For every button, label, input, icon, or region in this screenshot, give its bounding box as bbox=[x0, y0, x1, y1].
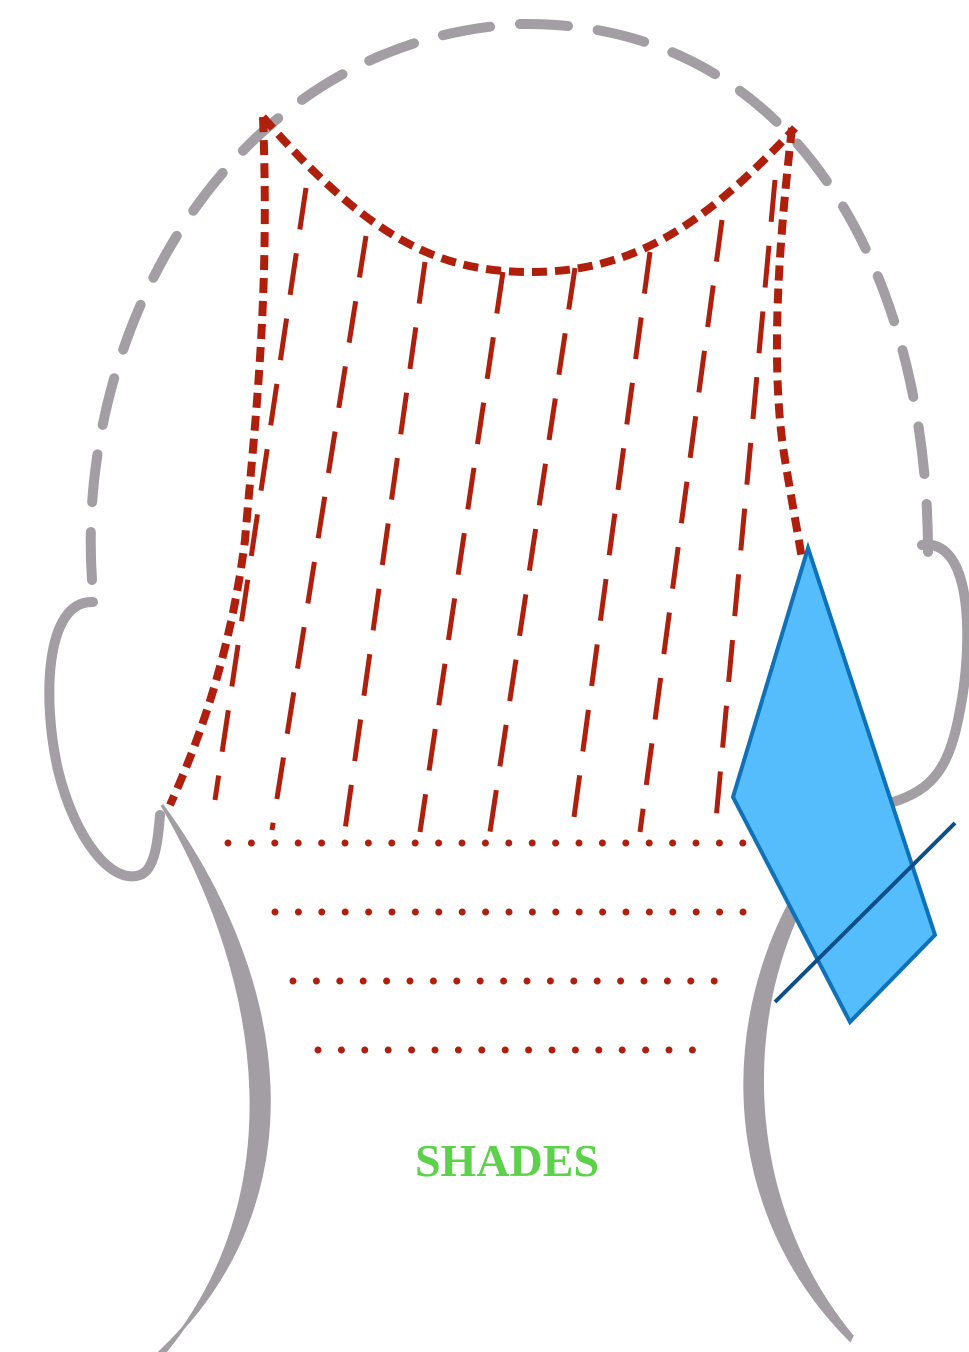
section-dotted-guides bbox=[228, 843, 760, 1050]
head-outline bbox=[91, 24, 928, 580]
crown-arc-guide bbox=[263, 117, 795, 272]
left-ear-outline bbox=[49, 602, 160, 876]
comb-body bbox=[733, 548, 935, 1022]
slant-guide-line bbox=[490, 268, 575, 832]
slant-guide-line bbox=[572, 252, 650, 832]
section-slant-guides bbox=[215, 180, 775, 832]
right-ear-outline bbox=[890, 545, 967, 803]
shades-label: SHADES bbox=[415, 1135, 599, 1186]
neck-left-outline bbox=[160, 805, 269, 1352]
left-boundary-guide bbox=[170, 117, 265, 805]
slant-guide-line bbox=[345, 262, 425, 830]
right-boundary-guide bbox=[777, 128, 802, 560]
slant-guide-line bbox=[420, 272, 503, 832]
slant-guide-line bbox=[640, 220, 722, 832]
